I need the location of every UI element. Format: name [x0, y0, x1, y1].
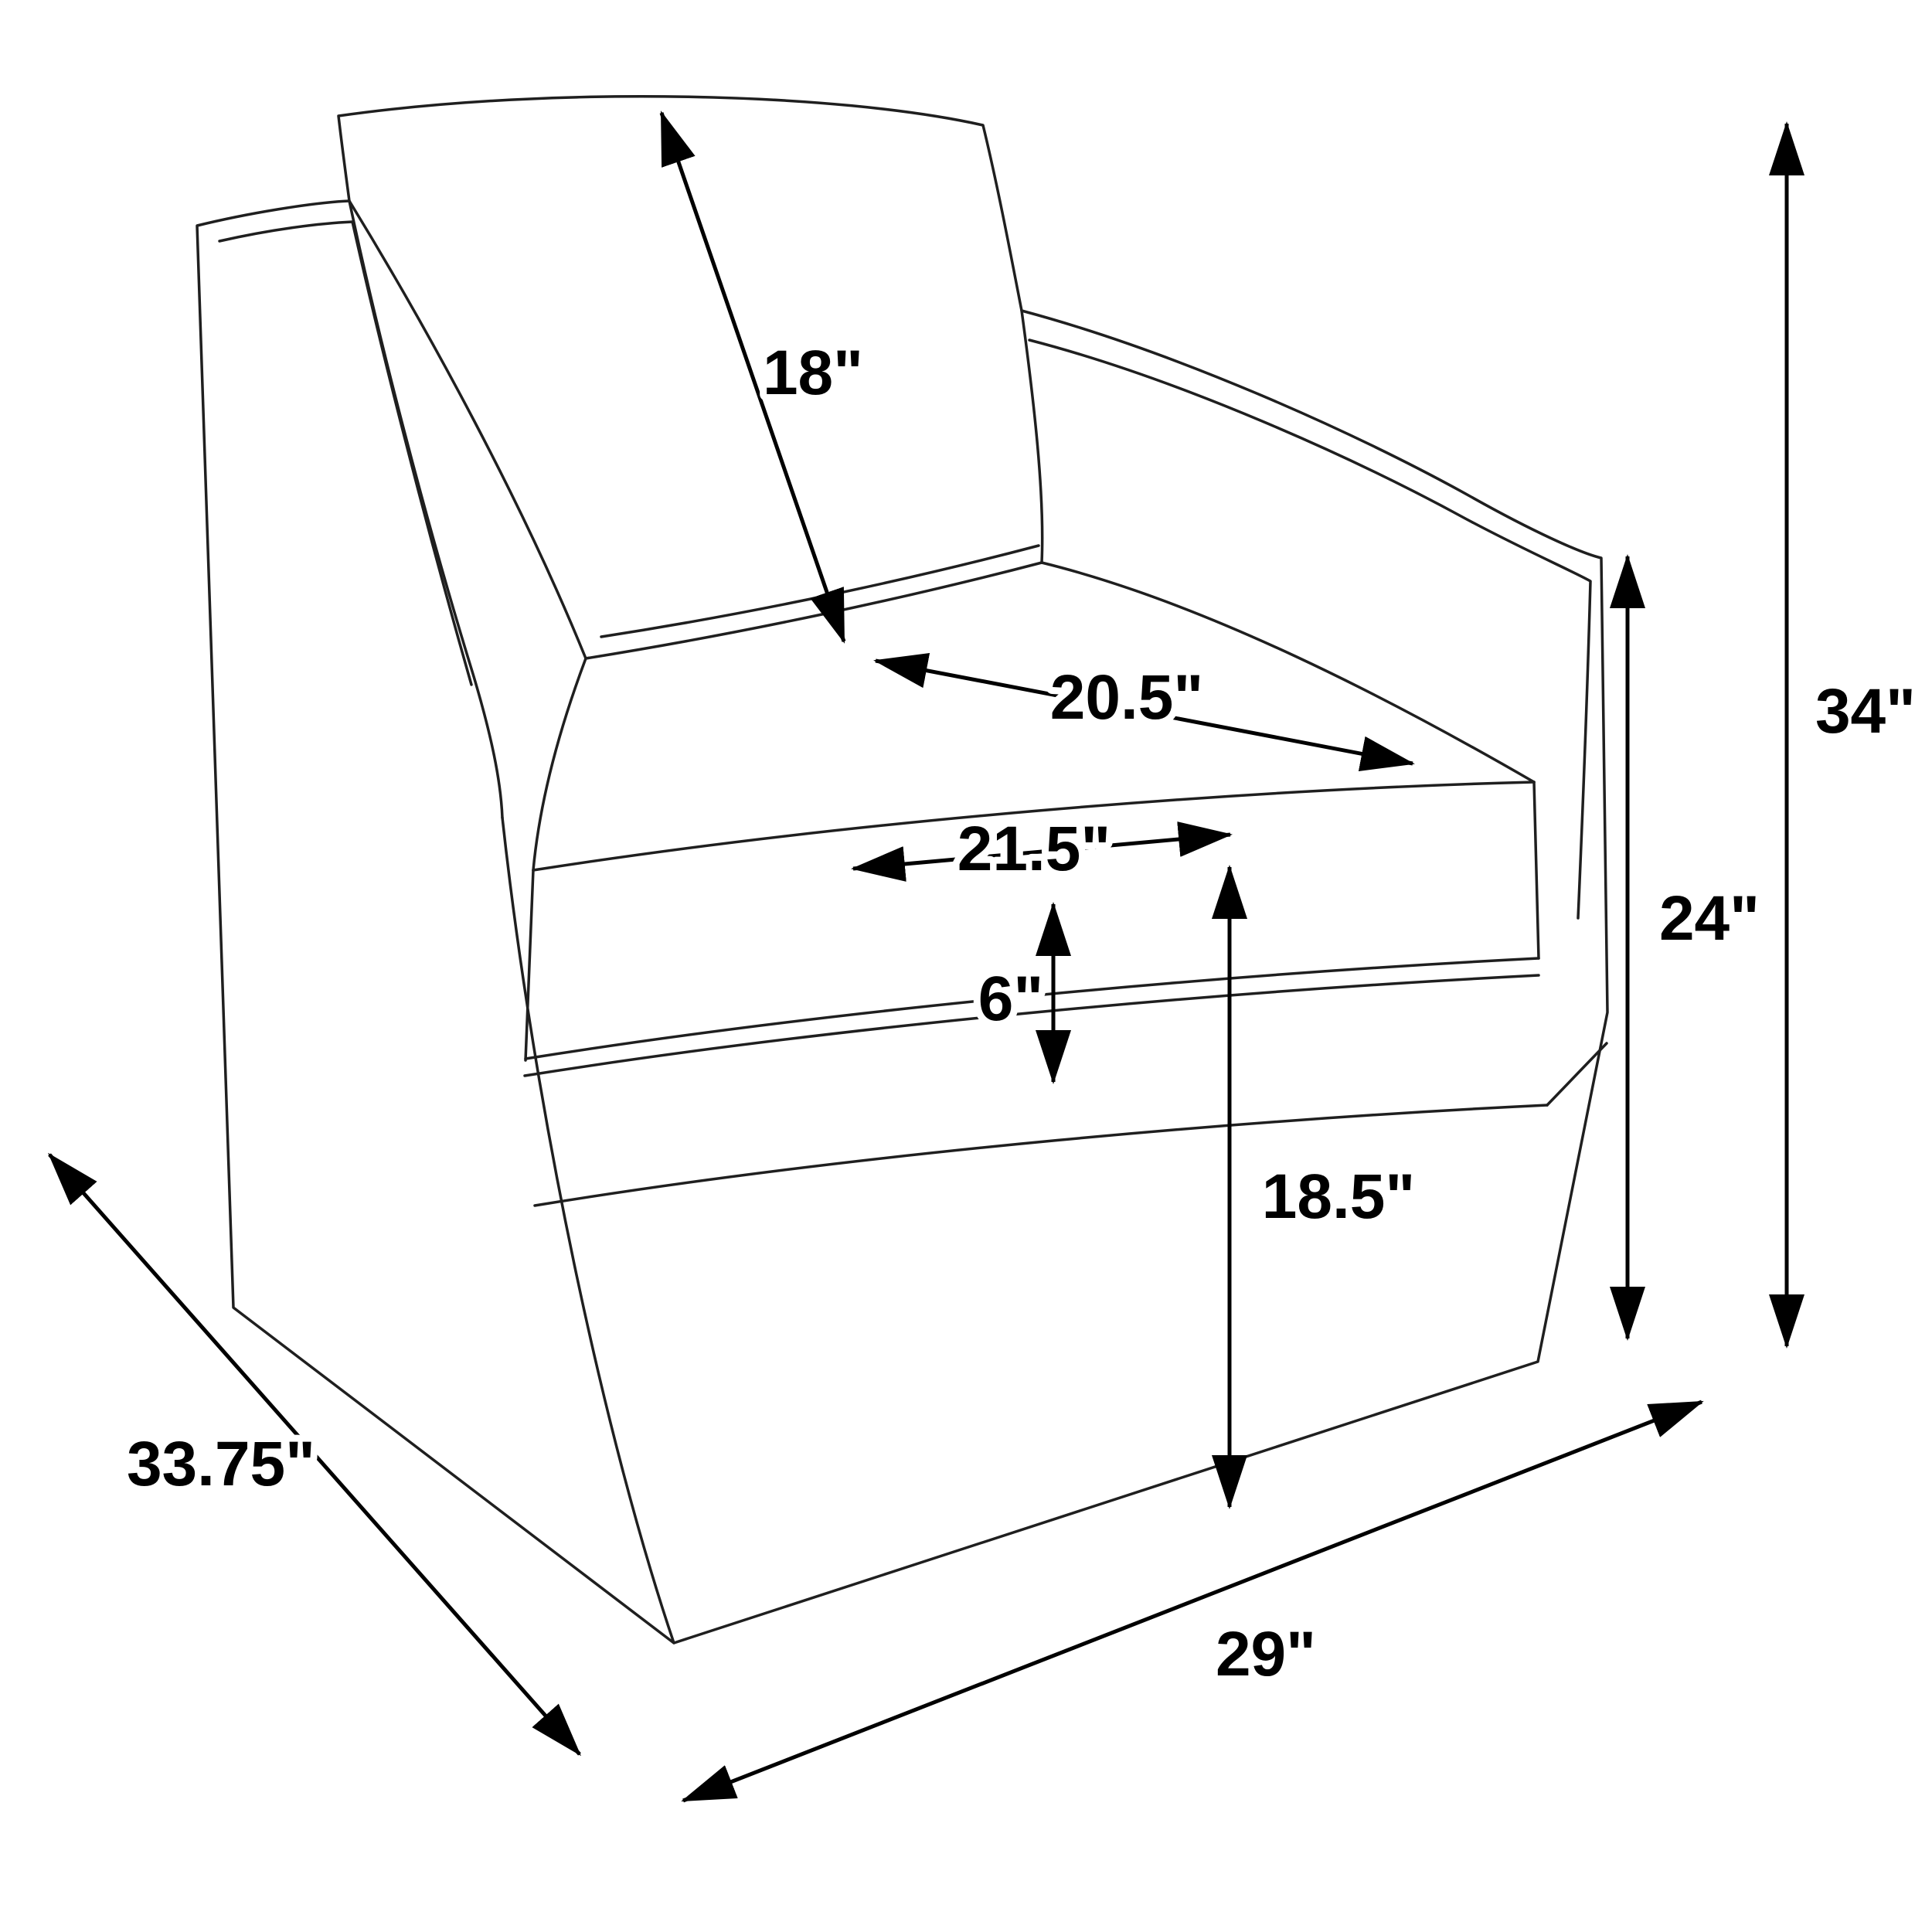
dimension-arrow-seat-width — [851, 821, 1233, 882]
dimension-overall-height: 34" — [1769, 121, 1923, 1349]
back-cushion-left-edge — [348, 199, 587, 660]
seat-cushion-front-top-edge — [532, 781, 1536, 872]
skirt-right-seam — [1546, 1042, 1608, 1107]
dimension-overall-depth: 33.75" — [48, 1152, 581, 1757]
dimension-seat-depth-diagonal: 20.5" — [873, 653, 1415, 771]
dimension-label-cushion-thickness: 6" — [978, 964, 1043, 1034]
dimension-back-cushion-diagonal: 18" — [659, 111, 870, 644]
dimension-label-overall-height: 34" — [1815, 676, 1916, 747]
skirt-front-seam — [533, 1104, 1549, 1207]
left-arm-inner-seam — [218, 220, 473, 686]
dimension-overall-width: 29" — [681, 1400, 1704, 1803]
dimension-arrow-overall-depth — [48, 1152, 581, 1757]
chair-drawing — [196, 94, 1609, 1645]
seat-cushion-front-left-edge — [524, 869, 535, 1062]
dimension-label-back-cushion-diagonal: 18" — [763, 338, 863, 408]
dimension-arrow-overall-width — [681, 1400, 1704, 1803]
dimension-seat-width: 21.5" — [851, 807, 1233, 891]
dimension-label-seat-width: 21.5" — [957, 814, 1111, 884]
dimension-label-seat-depth-diagonal: 20.5" — [1050, 662, 1203, 733]
dimension-label-overall-width: 29" — [1216, 1619, 1316, 1689]
chair-silhouette — [196, 94, 1609, 1645]
right-arm-inner-seam — [1028, 338, 1592, 920]
dimension-cushion-thickness: 6" — [971, 902, 1071, 1084]
dimension-arrow-seat-depth-diagonal — [873, 653, 1415, 771]
dimension-arrow-back-cushion-diagonal — [659, 111, 846, 644]
dimension-label-floor-to-seat-height: 18.5" — [1262, 1162, 1415, 1232]
seat-cushion-left-edge — [532, 657, 587, 872]
dimension-label-overall-depth: 33.75" — [127, 1429, 315, 1499]
back-cushion-right-edge — [1020, 309, 1044, 564]
dimension-arm-height: 24" — [1610, 554, 1767, 1341]
dimension-floor-to-seat-height: 18.5" — [1212, 865, 1422, 1509]
seat-cushion-front-right-edge — [1532, 781, 1540, 960]
dimension-label-arm-height: 24" — [1659, 883, 1760, 954]
